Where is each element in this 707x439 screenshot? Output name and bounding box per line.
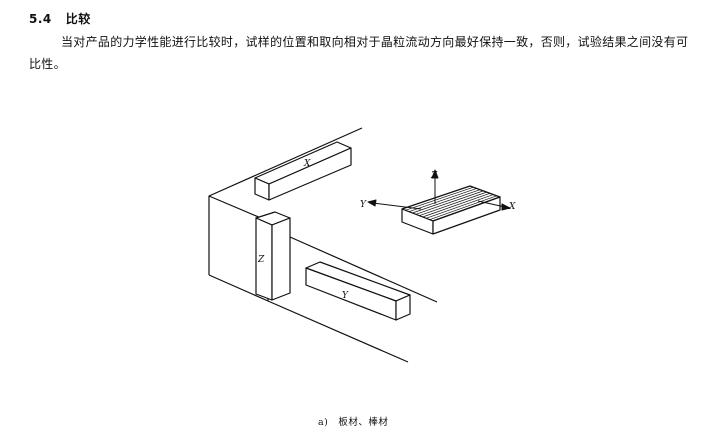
x-axis-arrow: [477, 200, 506, 208]
section-number: 5.4: [29, 12, 52, 26]
axis-z-label: Z: [430, 171, 438, 181]
grain-flow-plate: [401, 185, 501, 235]
body-paragraph: 当对产品的力学性能进行比较时，试样的位置和取向相对于晶粒流动方向最好保持一致，否…: [29, 35, 689, 71]
y-specimen-bar: [305, 261, 411, 321]
grain-line: [412, 189, 481, 214]
x-specimen-bar: [254, 141, 352, 201]
axis-arrows: [367, 169, 511, 211]
x-bar-label: X: [303, 159, 311, 169]
grain-line: [419, 191, 487, 216]
z-bar-label: Z: [257, 255, 265, 265]
grain-line: [405, 186, 474, 211]
y-bar-label: Y: [342, 291, 349, 301]
grain-line: [422, 193, 491, 218]
section-title: 比较: [65, 12, 91, 26]
axis-x-label: X: [508, 202, 516, 212]
grain-line: [408, 188, 477, 212]
z-specimen-bar: [255, 211, 291, 301]
caption-label: a): [318, 417, 329, 428]
y-axis-arrow: [372, 202, 422, 210]
section-heading: 5.4 比较: [29, 10, 91, 27]
axis-y-label: Y: [360, 200, 367, 210]
grain-line: [415, 190, 484, 215]
figure-caption: a) 板材、棒材: [318, 414, 388, 428]
grain-line: [425, 194, 494, 219]
grain-line: [429, 195, 497, 220]
caption-text: 板材、棒材: [338, 417, 389, 428]
